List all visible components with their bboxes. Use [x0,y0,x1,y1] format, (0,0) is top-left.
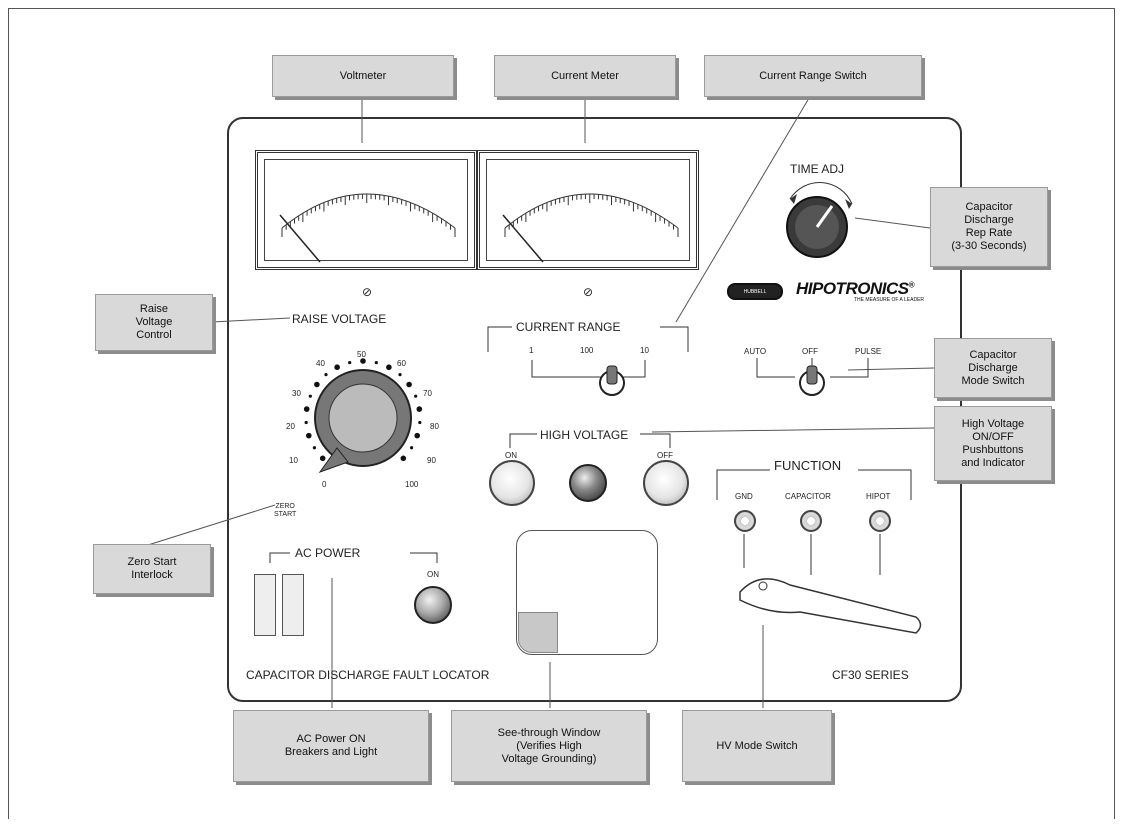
time-adj-knob [786,182,853,258]
dial-dot [400,455,407,462]
callout-hv-mode-switch: HV Mode Switch [682,710,832,782]
footer-model-description: CAPACITOR DISCHARGE FAULT LOCATOR [246,668,490,682]
callout-window: See-through Window (Verifies High Voltag… [451,710,647,782]
range-10-label: 10 [640,346,649,355]
callout-voltmeter: Voltmeter [272,55,454,97]
dial-dot [348,360,352,365]
zero-start-label: ZERO START [274,503,297,518]
dial-dot [416,406,423,412]
dial-dot [312,446,316,450]
dial-label: 40 [316,359,325,368]
dial-dot [410,446,414,450]
hipot-jack[interactable] [869,510,891,532]
current-meter-needle [502,214,544,263]
current-meter-scale-arc [504,193,679,229]
dial-label: 90 [427,456,436,465]
voltmeter-zero-screw-icon[interactable]: ⊘ [362,285,373,299]
dial-dot [374,360,378,365]
hv-on-button[interactable] [489,460,535,506]
callout-current-range-switch: Current Range Switch [704,55,922,97]
dial-dot [308,394,312,398]
capacitor-label: CAPACITOR [785,492,831,501]
ac-power-label: AC POWER [295,546,361,560]
dial-dot [324,373,328,377]
function-label: FUNCTION [774,458,842,473]
dial-label: 0 [322,480,327,489]
voltmeter-needle [279,214,321,263]
raise-voltage-knob [314,369,412,474]
voltmeter-scale-arc [281,193,456,229]
callout-current-meter: Current Meter [494,55,676,97]
auto-label: AUTO [744,347,767,356]
dial-dot [360,358,366,364]
dial-dot [314,381,320,388]
dial-dot [414,394,418,398]
callout-mode-switch: Capacitor Discharge Mode Switch [934,338,1052,398]
dial-label: 20 [286,422,295,431]
callout-hv-pushbuttons: High Voltage ON/OFF Pushbuttons and Indi… [934,406,1052,481]
hubbell-logo: HUBBELL [727,283,783,300]
dial-label: 50 [357,350,366,359]
dial-label: 80 [430,422,439,431]
callout-zero-start: Zero Start Interlock [93,544,211,594]
high-voltage-label: HIGH VOLTAGE [540,428,629,442]
callout-ac-power: AC Power ON Breakers and Light [233,710,429,782]
ac-power-lamp [414,586,452,624]
dial-label: 10 [289,456,298,465]
hv-on-label: ON [505,451,517,460]
dial-dot [418,420,422,425]
ac-on-label: ON [427,570,439,579]
dial-dot [334,364,340,371]
dial-dot [303,406,310,412]
hv-indicator-lamp [569,464,607,502]
brand-tagline: THE MEASURE OF A LEADER [854,297,925,303]
dial-dot [304,420,308,425]
capacitor-jack[interactable] [800,510,822,532]
current-meter-zero-screw-icon[interactable]: ⊘ [583,285,594,299]
dial-dot [386,364,392,371]
dial-dot [414,432,421,439]
dial-label: 70 [423,389,432,398]
hipot-label: HIPOT [866,492,891,501]
callout-rep-rate: Capacitor Discharge Rep Rate (3-30 Secon… [930,187,1048,267]
callout-raise-voltage-control: Raise Voltage Control [95,294,213,351]
off-label: OFF [802,347,818,356]
ac-breaker-2[interactable] [282,574,304,636]
gnd-label: GND [735,492,753,501]
range-1-label: 1 [529,346,534,355]
footer-series: CF30 SERIES [832,668,909,682]
gnd-jack[interactable] [734,510,756,532]
brand-name: HIPOTRONICS® [796,279,915,298]
pulse-label: PULSE [855,347,882,356]
time-adj-label: TIME ADJ [790,162,845,176]
range-100-label: 100 [580,346,594,355]
dial-dot [319,455,326,462]
frame-left-border [8,8,9,819]
dial-label: 100 [405,480,419,489]
dial-label: 30 [292,389,301,398]
frame-right-border [1114,8,1115,819]
current-range-label: CURRENT RANGE [516,320,621,334]
current-range-toggle [599,365,625,396]
window-grounding-flag [518,612,558,653]
raise-voltage-label: RAISE VOLTAGE [292,312,387,326]
dial-label: 60 [397,359,406,368]
hv-off-button[interactable] [643,460,689,506]
dial-dot [406,381,412,388]
dial-dot [305,432,312,439]
hv-mode-lever [739,578,922,634]
hv-off-label: OFF [657,451,673,460]
mode-toggle [799,365,825,396]
voltmeter [255,150,477,270]
dial-dot [398,373,402,377]
ac-breaker-1[interactable] [254,574,276,636]
current-meter [477,150,699,270]
frame-top-border [8,8,1115,9]
